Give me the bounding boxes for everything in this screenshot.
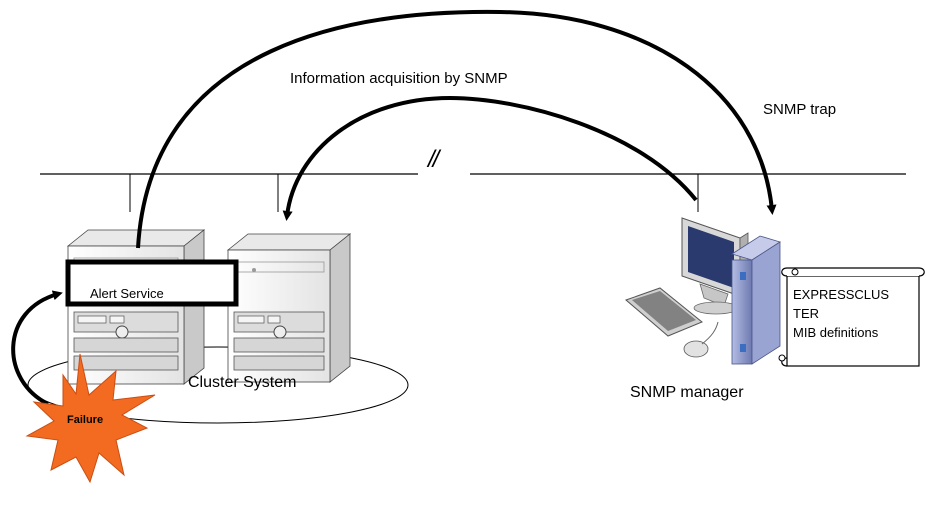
snmp-manager-label: SNMP manager [630,384,744,401]
alert-service-box [65,259,239,307]
document-scroll-icon [778,267,925,367]
burst-icon [25,353,156,484]
network-line [40,173,906,212]
mib-line-2: TER [793,306,819,321]
snmp-trap-arrow [136,9,777,249]
snmp-trap-label: SNMP trap [763,101,837,118]
pc-workstation-icon [625,217,781,365]
failure-notify-arrow [11,290,63,406]
info-acquisition-label: Information acquisition by SNMP [290,70,508,87]
info-acquisition-arrow [282,95,698,221]
mib-line-1: EXPRESSCLUS [793,287,890,302]
network-separator-label: // [428,146,439,173]
failure-label: Failure [67,414,104,426]
cluster-system-label: Cluster System [188,374,297,391]
server-icon [66,229,206,385]
mib-line-3: MIB definitions [793,325,879,340]
server-icon [226,233,352,383]
alert-service-label: Alert Service [90,286,164,301]
mib-text-area: EXPRESSCLUS TER MIB definitions [787,270,926,367]
